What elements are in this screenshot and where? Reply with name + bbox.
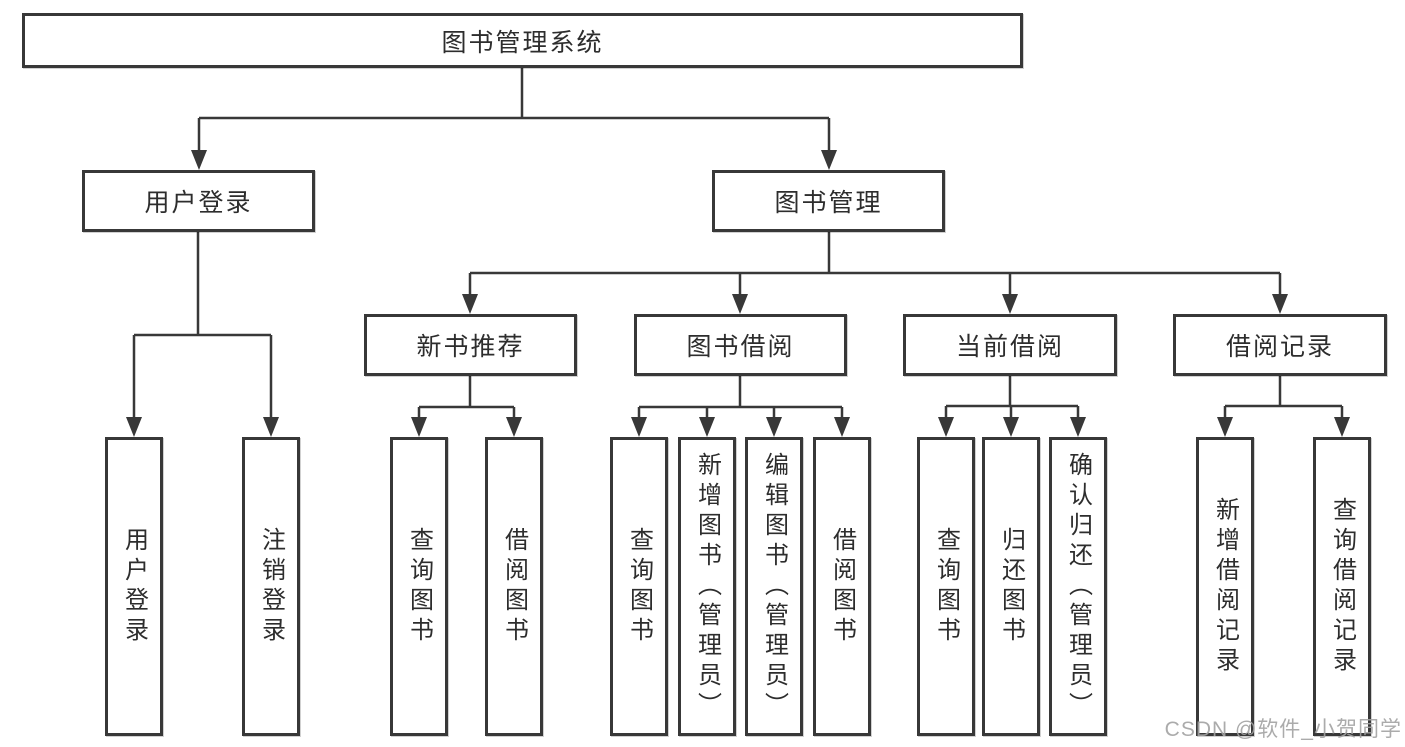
connector-stems bbox=[132, 68, 1344, 418]
arrowhead-icon bbox=[191, 150, 207, 170]
arrowhead-icon bbox=[1334, 417, 1350, 437]
arrowhead-icon bbox=[732, 294, 748, 314]
arrowhead-icon bbox=[1272, 294, 1288, 314]
arrowhead-icon bbox=[411, 417, 427, 437]
arrowhead-icon bbox=[1003, 417, 1019, 437]
node-current-borrowing: 当前借阅 bbox=[903, 314, 1117, 376]
leaf-query-books-newbook: 查询图书 bbox=[390, 437, 448, 736]
arrowhead-icon bbox=[699, 417, 715, 437]
arrowhead-icon bbox=[126, 417, 142, 437]
arrowheads bbox=[126, 150, 1350, 437]
node-new-book-recommendation: 新书推荐 bbox=[364, 314, 577, 376]
leaf-user-login: 用户登录 bbox=[105, 437, 163, 736]
node-book-management: 图书管理 bbox=[712, 170, 945, 232]
leaf-borrow-books-borrowing: 借阅图书 bbox=[813, 437, 871, 736]
arrowhead-icon bbox=[938, 417, 954, 437]
arrowhead-icon bbox=[821, 150, 837, 170]
leaf-add-borrow-record: 新增借阅记录 bbox=[1196, 437, 1254, 736]
leaf-logout: 注销登录 bbox=[242, 437, 300, 736]
leaf-query-borrow-record: 查询借阅记录 bbox=[1313, 437, 1371, 736]
arrowhead-icon bbox=[506, 417, 522, 437]
leaf-return-books: 归还图书 bbox=[982, 437, 1040, 736]
leaf-borrow-books-newbook: 借阅图书 bbox=[485, 437, 543, 736]
watermark: CSDN @软件_小贺同学 bbox=[1164, 718, 1402, 741]
arrowhead-icon bbox=[631, 417, 647, 437]
node-book-borrowing: 图书借阅 bbox=[634, 314, 847, 376]
node-user-login: 用户登录 bbox=[82, 170, 315, 232]
leaf-add-books-admin: 新增图书（管理员） bbox=[678, 437, 736, 736]
leaf-confirm-return-admin: 确认归还（管理员） bbox=[1049, 437, 1107, 736]
node-borrowing-records: 借阅记录 bbox=[1173, 314, 1387, 376]
arrowhead-icon bbox=[263, 417, 279, 437]
arrowhead-icon bbox=[1070, 417, 1086, 437]
leaf-query-books-current: 查询图书 bbox=[917, 437, 975, 736]
arrowhead-icon bbox=[1002, 294, 1018, 314]
arrowhead-icon bbox=[766, 417, 782, 437]
arrowhead-icon bbox=[834, 417, 850, 437]
node-library-management-system: 图书管理系统 bbox=[22, 13, 1023, 68]
arrowhead-icon bbox=[1217, 417, 1233, 437]
leaf-edit-books-admin: 编辑图书（管理员） bbox=[745, 437, 803, 736]
leaf-query-books-borrowing: 查询图书 bbox=[610, 437, 668, 736]
arrowhead-icon bbox=[462, 294, 478, 314]
